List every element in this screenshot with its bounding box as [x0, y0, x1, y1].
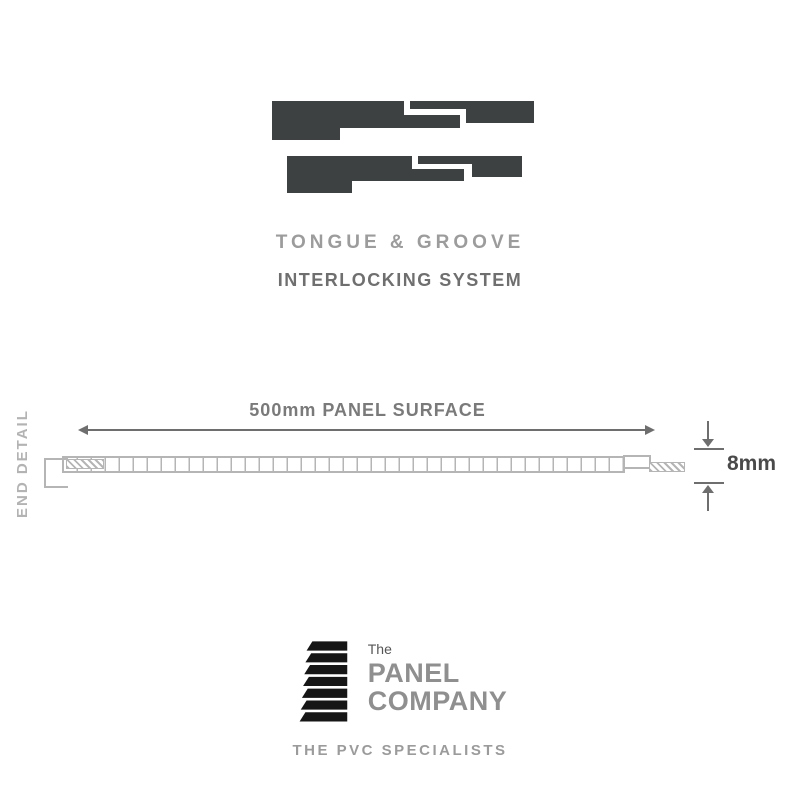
- panel-profile-left-bottom: [287, 156, 464, 193]
- stacked-panels-icon: [299, 641, 347, 722]
- end-trim-outline: [44, 458, 68, 488]
- panel-profile-right-bottom: [418, 156, 522, 177]
- graphic-subtitle: INTERLOCKING SYSTEM: [277, 270, 523, 290]
- thickness-tick-bottom: [694, 482, 724, 484]
- arrow-right-icon: [645, 425, 655, 435]
- panel-slab: [303, 665, 347, 675]
- panel-surface-dimension-arrow: [78, 424, 655, 436]
- panel-slab: [306, 641, 347, 651]
- panel-slab: [301, 688, 347, 698]
- panel-profile-right-top: [410, 101, 534, 123]
- brand-tagline: THE PVC SPECIALISTS: [292, 742, 508, 759]
- arrow-line: [707, 493, 709, 511]
- brand-logo: The PANEL COMPANY: [0, 641, 800, 727]
- arrow-left-icon: [78, 425, 88, 435]
- right-tongue-hatch: [649, 462, 685, 472]
- dimension-line: [88, 429, 645, 431]
- thickness-label: 8mm: [727, 452, 777, 475]
- end-detail-label: END DETAIL: [14, 409, 31, 518]
- right-end-cap: [623, 455, 651, 469]
- arrow-head-down: [702, 439, 714, 447]
- arrow-line: [707, 421, 709, 439]
- logo-company: COMPANY: [367, 686, 508, 717]
- thickness-arrow-down-icon: [701, 421, 715, 447]
- logo-text: The PANEL COMPANY: [368, 641, 508, 716]
- thickness-arrow-up-icon: [701, 485, 715, 511]
- panel-slab: [302, 676, 347, 687]
- panel-slab: [300, 700, 347, 710]
- panel-cross-section: [62, 456, 625, 473]
- panel-slab: [305, 653, 347, 663]
- left-tongue-hatch: [66, 459, 104, 469]
- logo-panel: PANEL: [367, 658, 460, 688]
- graphic-title: TONGUE & GROOVE: [275, 232, 525, 253]
- logo-the: The: [367, 641, 392, 657]
- arrow-head-up: [702, 485, 714, 493]
- panel-surface-label: 500mm PANEL SURFACE: [249, 400, 486, 420]
- panel-slab: [299, 712, 347, 722]
- tongue-groove-interlock-icon: [272, 101, 534, 193]
- thickness-tick-top: [694, 448, 724, 450]
- panel-profile-left-top: [272, 101, 460, 140]
